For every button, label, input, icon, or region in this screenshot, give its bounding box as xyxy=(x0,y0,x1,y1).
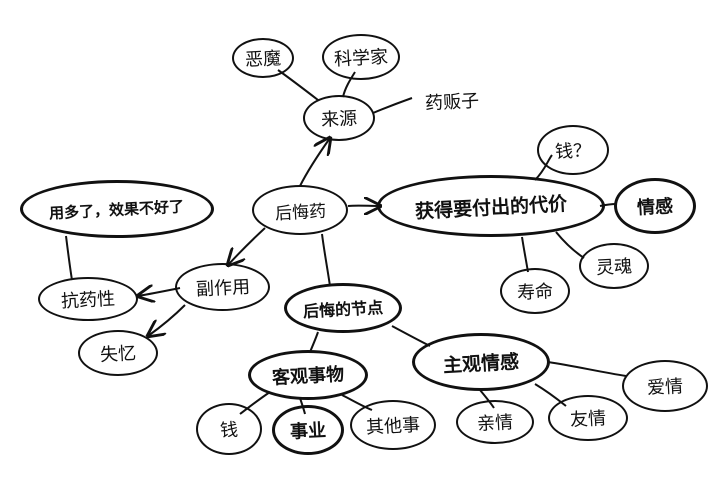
node-money: 钱 xyxy=(196,403,262,455)
node-lifespan: 寿命 xyxy=(500,268,570,314)
edge-side-amnesia xyxy=(148,304,186,336)
node-center-regret-pill: 后悔药 xyxy=(252,185,348,235)
node-other-things: 其他事 xyxy=(350,400,436,450)
edge-center-source xyxy=(299,138,330,187)
node-pharmacist: 药贩子 xyxy=(400,78,504,124)
node-label: 后悔的节点 xyxy=(302,297,384,322)
node-side-effect: 副作用 xyxy=(175,263,270,311)
node-soul: 灵魂 xyxy=(579,243,649,289)
node-label: 客观事物 xyxy=(271,364,345,389)
node-regret-point: 后悔的节点 xyxy=(284,283,402,333)
node-label: 来源 xyxy=(320,108,358,131)
node-label: 友情 xyxy=(569,408,607,431)
node-label: 科学家 xyxy=(333,46,389,71)
node-overuse: 用多了，效果不好了 xyxy=(20,180,214,238)
node-friendship: 友情 xyxy=(548,395,628,441)
edge-resistance-overuse xyxy=(65,235,73,281)
node-label: 情感 xyxy=(636,196,674,219)
node-emotion: 情感 xyxy=(614,178,696,234)
node-romance: 爱情 xyxy=(622,360,708,412)
node-source: 来源 xyxy=(303,95,375,141)
node-amnesia: 失忆 xyxy=(78,330,158,376)
node-label: 获得要付出的代价 xyxy=(414,192,568,223)
node-label: 其他事 xyxy=(365,414,421,439)
edge-side-resistance xyxy=(138,288,181,296)
edge-subjective-love xyxy=(547,361,627,377)
node-scientist: 科学家 xyxy=(322,34,400,80)
node-resistance: 抗药性 xyxy=(38,277,138,321)
node-subjective: 主观情感 xyxy=(412,333,550,391)
node-label: 用多了，效果不好了 xyxy=(49,196,185,223)
node-label: 灵魂 xyxy=(595,256,633,279)
edge-regret-subjective xyxy=(391,325,431,347)
node-label: 主观情感 xyxy=(442,350,520,377)
node-price: 获得要付出的代价 xyxy=(377,175,605,237)
node-label: 爱情 xyxy=(646,376,684,399)
node-family-love: 亲情 xyxy=(456,400,534,444)
node-label: 失忆 xyxy=(99,343,137,366)
edge-price-soul xyxy=(555,231,585,259)
node-label: 药贩子 xyxy=(424,90,480,115)
node-label: 亲情 xyxy=(476,412,514,435)
node-label: 抗药性 xyxy=(60,288,116,313)
node-label: 后悔药 xyxy=(274,201,327,224)
edge-price-lifespan xyxy=(521,236,529,273)
node-devil: 恶魔 xyxy=(232,38,294,78)
node-label: 副作用 xyxy=(195,276,251,301)
node-label: 寿命 xyxy=(516,281,554,304)
edge-center-side xyxy=(228,227,266,265)
edge-source-devil xyxy=(277,69,319,101)
edge-regret-objective xyxy=(309,331,319,353)
node-money-question: 钱？ xyxy=(537,125,609,175)
node-objective: 客观事物 xyxy=(248,350,368,400)
node-career: 事业 xyxy=(272,405,344,455)
node-label: 钱？ xyxy=(554,140,592,163)
node-label: 恶魔 xyxy=(244,48,282,71)
node-label: 钱 xyxy=(219,419,239,442)
edge-source-pharmacist xyxy=(372,97,413,114)
edge-center-regret xyxy=(321,233,331,287)
node-label: 事业 xyxy=(289,420,327,443)
